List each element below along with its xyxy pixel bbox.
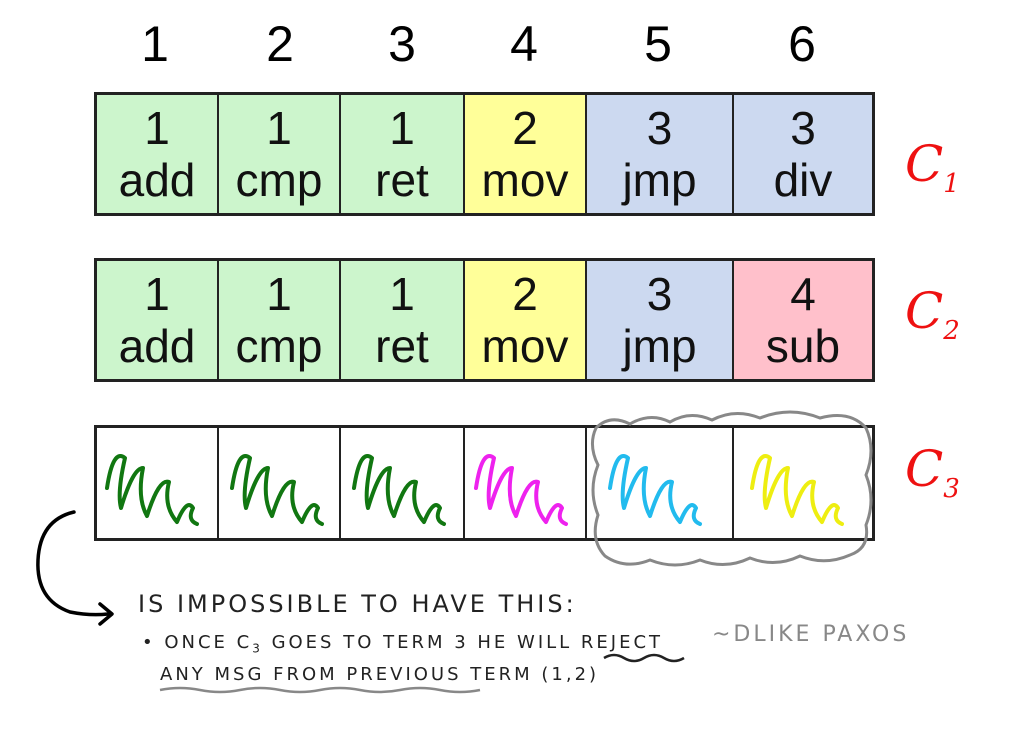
server-label-c3: C3	[905, 440, 960, 504]
annotation-line2: ANY MSG FROM PREVIOUS TERM (1,2)	[160, 664, 600, 685]
line2-underline	[159, 686, 481, 694]
entry-term: 4	[790, 268, 816, 320]
entry-command: sub	[765, 320, 841, 372]
scribbles	[105, 454, 844, 526]
log-entry-scribbled	[97, 428, 219, 538]
entry-term: 2	[512, 102, 538, 154]
entry-term: 1	[144, 268, 170, 320]
scribble-3	[352, 454, 446, 526]
entry-command: jmp	[622, 320, 697, 372]
bullet-text-middle: GOES TO TERM 3 HE WILL	[262, 632, 581, 653]
entry-command: add	[118, 154, 196, 206]
log-index-2: 2	[266, 16, 294, 72]
entry-term: 3	[646, 102, 673, 154]
entry-command: cmp	[235, 320, 323, 372]
reject-word: REJECT	[580, 632, 664, 653]
entry-term: 1	[266, 102, 292, 154]
scribble-5	[608, 454, 702, 526]
arrow-head	[98, 602, 114, 626]
entry-term: 3	[646, 268, 673, 320]
log-index-6: 6	[788, 16, 816, 72]
log-index-3: 3	[388, 16, 416, 72]
wavy-highlight-outline	[591, 410, 873, 567]
side-note: ~DLIKE PAXOS	[712, 622, 910, 647]
log-index-5: 5	[644, 16, 672, 72]
entry-command: div	[773, 154, 833, 206]
bullet-text-start: • ONCE C	[142, 632, 253, 653]
log-index-4: 4	[510, 16, 538, 72]
entry-command: jmp	[622, 154, 697, 206]
log-row-c3	[94, 425, 875, 541]
entry-term: 1	[389, 102, 415, 154]
log-index-1: 1	[141, 16, 169, 72]
server-label-c2: C2	[905, 282, 960, 346]
annotation-line1: IS IMPOSSIBLE TO HAVE THIS:	[138, 590, 577, 618]
scribble-1	[105, 454, 199, 526]
server-label-c1: C1	[905, 135, 960, 199]
entry-command: mov	[481, 154, 569, 206]
entry-term: 1	[144, 102, 170, 154]
log-entry-scribbled	[465, 428, 587, 538]
entry-term: 1	[389, 268, 415, 320]
entry-command: mov	[481, 320, 569, 372]
reject-underline	[603, 653, 685, 663]
entry-command: ret	[375, 154, 429, 206]
log-entry-scribbled	[219, 428, 341, 538]
arrow-line	[36, 510, 110, 617]
entry-command: cmp	[235, 154, 323, 206]
log-entry-scribbled	[341, 428, 465, 538]
log-entry-scribbled	[587, 428, 734, 538]
scribble-2	[230, 454, 324, 526]
scribble-4	[474, 454, 568, 526]
scribble-6	[750, 454, 844, 526]
bullet-subscript: 3	[252, 641, 263, 656]
entry-command: add	[118, 320, 196, 372]
entry-term: 3	[790, 102, 816, 154]
entry-term: 1	[266, 268, 292, 320]
entry-term: 2	[512, 268, 538, 320]
entry-command: ret	[375, 320, 429, 372]
annotation-bullet: • ONCE C3 GOES TO TERM 3 HE WILL REJECT	[142, 632, 663, 656]
